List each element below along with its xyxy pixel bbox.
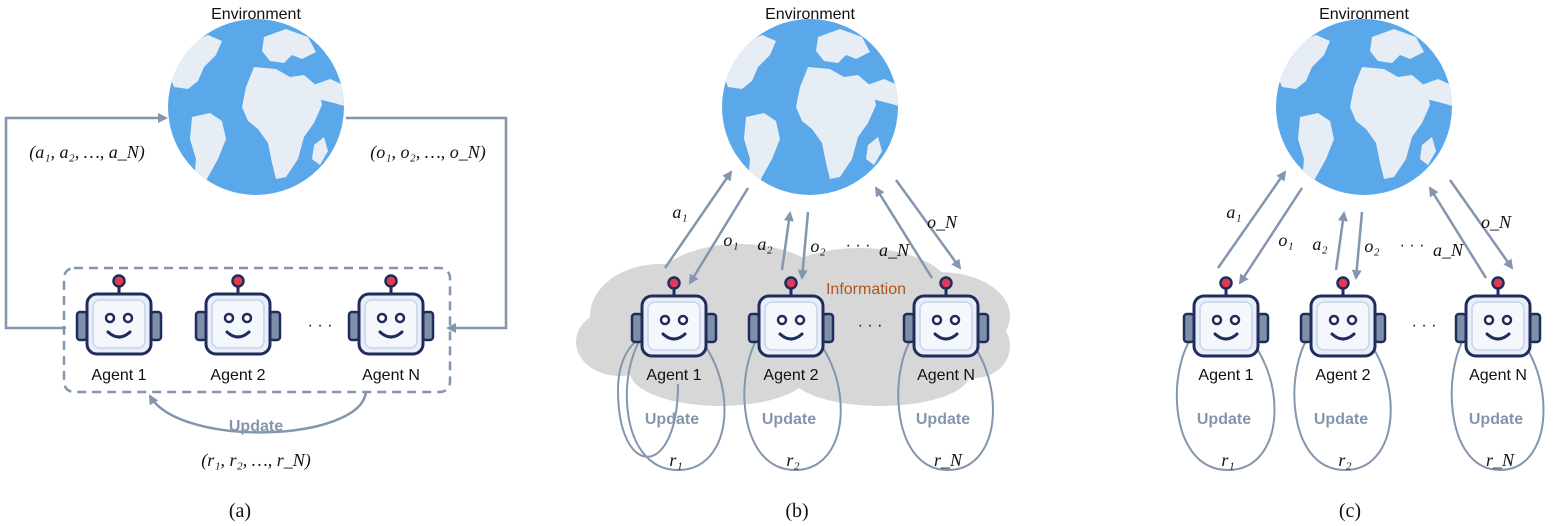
reward-label: r_N: [1486, 450, 1515, 470]
agent-label: Agent 1: [646, 367, 701, 384]
panel-a: Environment (a₁, a₂, …, a_N) (o₁, o₂, …,…: [4, 6, 508, 522]
reward-label: r₁: [1221, 450, 1234, 470]
panel-caption: (c): [1339, 500, 1361, 522]
actions-arrow: [4, 113, 168, 330]
robot-icon: [347, 274, 435, 356]
panel-caption: (b): [785, 500, 808, 522]
observation-label: o₂: [810, 236, 825, 256]
observation-arrow: [1448, 179, 1514, 270]
update-label: Update: [645, 411, 699, 428]
observation-label: o_N: [1481, 212, 1512, 232]
agent-label: Agent N: [917, 367, 975, 384]
update-loop: [1293, 317, 1392, 472]
update-loop: [1450, 317, 1545, 472]
observations-arrow: [346, 116, 508, 333]
observation-arrow: [797, 211, 810, 280]
action-arrow: [663, 170, 733, 269]
robot-icon: [1182, 276, 1270, 358]
ellipsis: · · ·: [308, 317, 333, 334]
observation-arrow: [894, 179, 962, 270]
reward-label: r₁: [669, 450, 682, 470]
update-label: Update: [1469, 411, 1523, 428]
globe-icon: [720, 19, 902, 195]
globe-icon: [1274, 19, 1456, 195]
panel-caption: (a): [229, 500, 251, 522]
action-label: a₁: [672, 202, 687, 222]
robot-icon: [75, 274, 163, 356]
update-loop: [743, 317, 842, 472]
agent-label: Agent N: [362, 367, 420, 384]
information-label: Information: [826, 281, 906, 298]
ellipsis: · · ·: [1412, 317, 1437, 334]
update-label: Update: [916, 411, 970, 428]
panel-b: Information Environment a₁ o₁ a₂ o₂ · · …: [576, 6, 1010, 522]
observation-label: o₁: [723, 230, 738, 250]
environment-label: Environment: [765, 6, 855, 23]
ellipsis: · · ·: [858, 317, 883, 334]
observation-label: o₁: [1278, 230, 1293, 250]
observation-label: o₂: [1364, 236, 1379, 256]
agent-group-box: [62, 266, 452, 394]
agent-label: Agent N: [1469, 367, 1527, 384]
update-arrow: [148, 391, 368, 434]
update-loop: [625, 317, 726, 472]
action-label: a₂: [1312, 234, 1327, 254]
action-label: a_N: [879, 240, 910, 260]
action-label: a₂: [757, 234, 772, 254]
action-arrow: [874, 186, 934, 279]
robot-icon: [194, 274, 282, 356]
globe-icon: [166, 19, 348, 195]
update-loop: [616, 333, 679, 458]
environment-label: Environment: [211, 6, 301, 23]
update-label: Update: [1314, 411, 1368, 428]
update-label: Update: [762, 411, 816, 428]
ellipsis: · · ·: [1400, 237, 1425, 254]
agent-label: Agent 2: [210, 367, 265, 384]
reward-label: r₂: [786, 450, 799, 470]
action-arrow: [780, 211, 794, 271]
agent-label: Agent 1: [91, 367, 146, 384]
observations-label: (o₁, o₂, …, o_N): [370, 142, 486, 163]
update-loop: [897, 317, 994, 472]
reward-label: r₂: [1338, 450, 1351, 470]
observation-arrow: [688, 187, 750, 285]
agent-label: Agent 1: [1198, 367, 1253, 384]
observation-label: o_N: [927, 212, 958, 232]
action-arrow: [1428, 186, 1488, 279]
action-arrow: [1334, 211, 1348, 271]
rewards-label: (r₁, r₂, …, r_N): [201, 450, 311, 471]
agent-label: Agent 2: [763, 367, 818, 384]
reward-label: r_N: [934, 450, 963, 470]
ellipsis: · · ·: [846, 237, 871, 254]
action-arrow: [1216, 170, 1287, 269]
robot-icon: [1299, 276, 1387, 358]
panel-c: Environment a₁ o₁ a₂ o₂ · · · a_N o_N · …: [1175, 6, 1545, 522]
update-label: Update: [1197, 411, 1251, 428]
observation-arrow: [1238, 187, 1304, 285]
update-label: Update: [229, 418, 283, 435]
environment-label: Environment: [1319, 6, 1409, 23]
action-label: a₁: [1226, 202, 1241, 222]
robot-icon: [1454, 276, 1542, 358]
update-loop: [1175, 317, 1276, 472]
actions-label: (a₁, a₂, …, a_N): [29, 142, 145, 163]
observation-arrow: [1351, 211, 1364, 280]
action-label: a_N: [1433, 240, 1464, 260]
agent-label: Agent 2: [1315, 367, 1370, 384]
